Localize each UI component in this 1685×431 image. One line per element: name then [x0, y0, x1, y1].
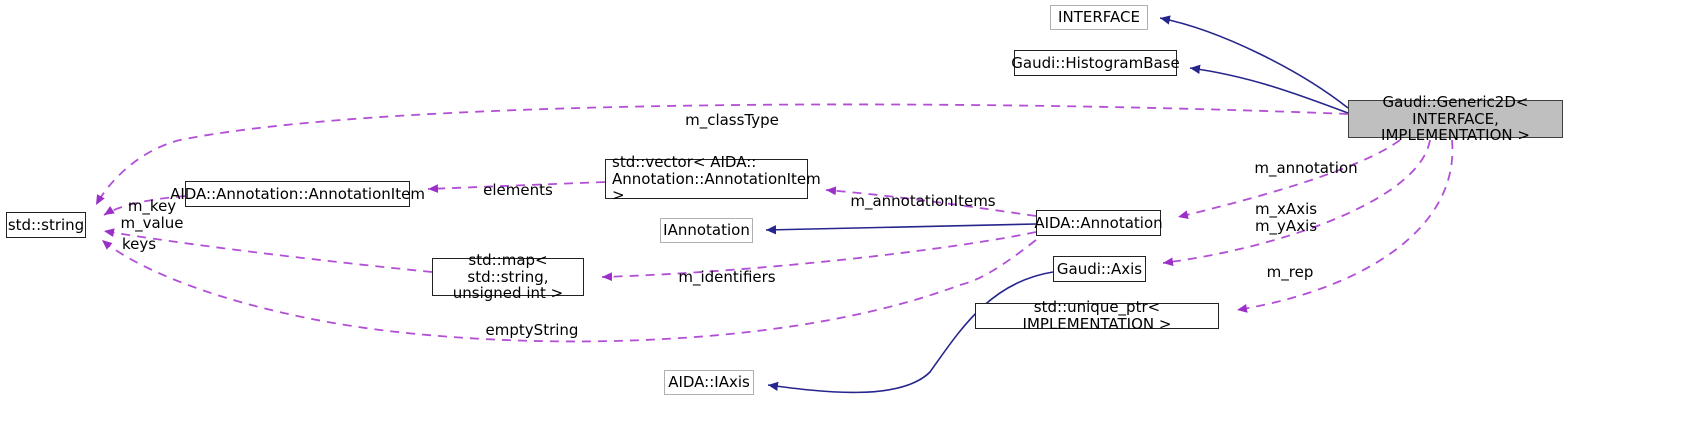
edge-generic2d-histogrambase	[1189, 64, 1349, 114]
edge-label-m-identifiers: m_identifiers	[678, 267, 776, 286]
node-iannotation[interactable]: IAnnotation	[660, 218, 753, 243]
node-gaudi-axis[interactable]: Gaudi::Axis	[1053, 256, 1146, 282]
node-std-map-label: std::map< std::string, unsigned int >	[452, 250, 564, 303]
node-aida-annotation[interactable]: AIDA::Annotation	[1034, 210, 1163, 236]
node-aida-annotation-annotationitem-label: AIDA::Annotation::AnnotationItem	[170, 184, 425, 203]
node-std-unique-ptr[interactable]: std::unique_ptr< IMPLEMENTATION >	[975, 299, 1219, 332]
edge-annotation-stdstring-emptystring	[101, 239, 1037, 343]
edge-generic2d-uniqueptr	[1236, 139, 1454, 313]
edge-annotation-stdmap	[601, 231, 1037, 282]
edge-generic2d-annotation	[1177, 139, 1401, 219]
edge-gaudiaxis-iaxis	[767, 271, 1054, 394]
edge-generic2d-interface	[1159, 15, 1349, 109]
node-iannotation-label: IAnnotation	[663, 221, 750, 240]
node-std-vector-annotationitem[interactable]: std::vector< AIDA:: Annotation::Annotati…	[605, 153, 821, 204]
node-std-vector-annotationitem-label: std::vector< AIDA:: Annotation::Annotati…	[612, 152, 821, 205]
node-std-unique-ptr-label: std::unique_ptr< IMPLEMENTATION >	[1022, 298, 1172, 333]
node-gaudi-histogrambase[interactable]: Gaudi::HistogramBase	[1011, 50, 1180, 76]
edge-annotation-vectoritem	[825, 186, 1037, 217]
node-std-string[interactable]: std::string	[6, 212, 86, 238]
edge-annotation-iannotation	[765, 223, 1037, 235]
node-std-string-label: std::string	[7, 215, 85, 234]
node-aida-annotation-label: AIDA::Annotation	[1034, 213, 1163, 232]
edge-generic2d-gaudiaxis	[1162, 139, 1431, 267]
node-gaudi-generic2d-label: Gaudi::Generic2D< INTERFACE, IMPLEMENTAT…	[1381, 92, 1530, 145]
edge-label-m-classtype: m_classType	[685, 110, 779, 129]
edge-vectoritem-annotationitem	[427, 181, 606, 194]
edge-stdmap-stdstring	[103, 228, 433, 273]
node-aida-annotation-annotationitem[interactable]: AIDA::Annotation::AnnotationItem	[170, 181, 425, 207]
edge-label-keys: keys	[121, 234, 157, 253]
node-gaudi-histogrambase-label: Gaudi::HistogramBase	[1011, 53, 1180, 72]
node-interface-label: INTERFACE	[1058, 8, 1140, 27]
edge-label-m-annotation: m_annotation	[1254, 158, 1358, 177]
edge-label-m-xaxis-m-yaxis: m_xAxis m_yAxis	[1254, 199, 1318, 235]
node-gaudi-axis-label: Gaudi::Axis	[1056, 259, 1143, 278]
edge-annotationitem-stdstring	[103, 195, 186, 216]
edge-generic2d-stdstring-classtype	[95, 103, 1349, 206]
node-gaudi-generic2d[interactable]: Gaudi::Generic2D< INTERFACE, IMPLEMENTAT…	[1348, 93, 1563, 144]
edge-label-emptystring: emptyString	[485, 320, 579, 339]
edge-label-m-annotationitems: m_annotationItems	[850, 191, 996, 210]
node-interface[interactable]: INTERFACE	[1050, 5, 1148, 30]
node-std-map[interactable]: std::map< std::string, unsigned int >	[432, 251, 584, 302]
edge-label-elements: elements	[483, 180, 553, 199]
edge-label-m-key-m-value: m_key m_value	[120, 196, 184, 232]
edge-label-m-rep: m_rep	[1266, 262, 1314, 281]
node-aida-iaxis[interactable]: AIDA::IAxis	[664, 370, 754, 395]
node-aida-iaxis-label: AIDA::IAxis	[668, 373, 750, 392]
